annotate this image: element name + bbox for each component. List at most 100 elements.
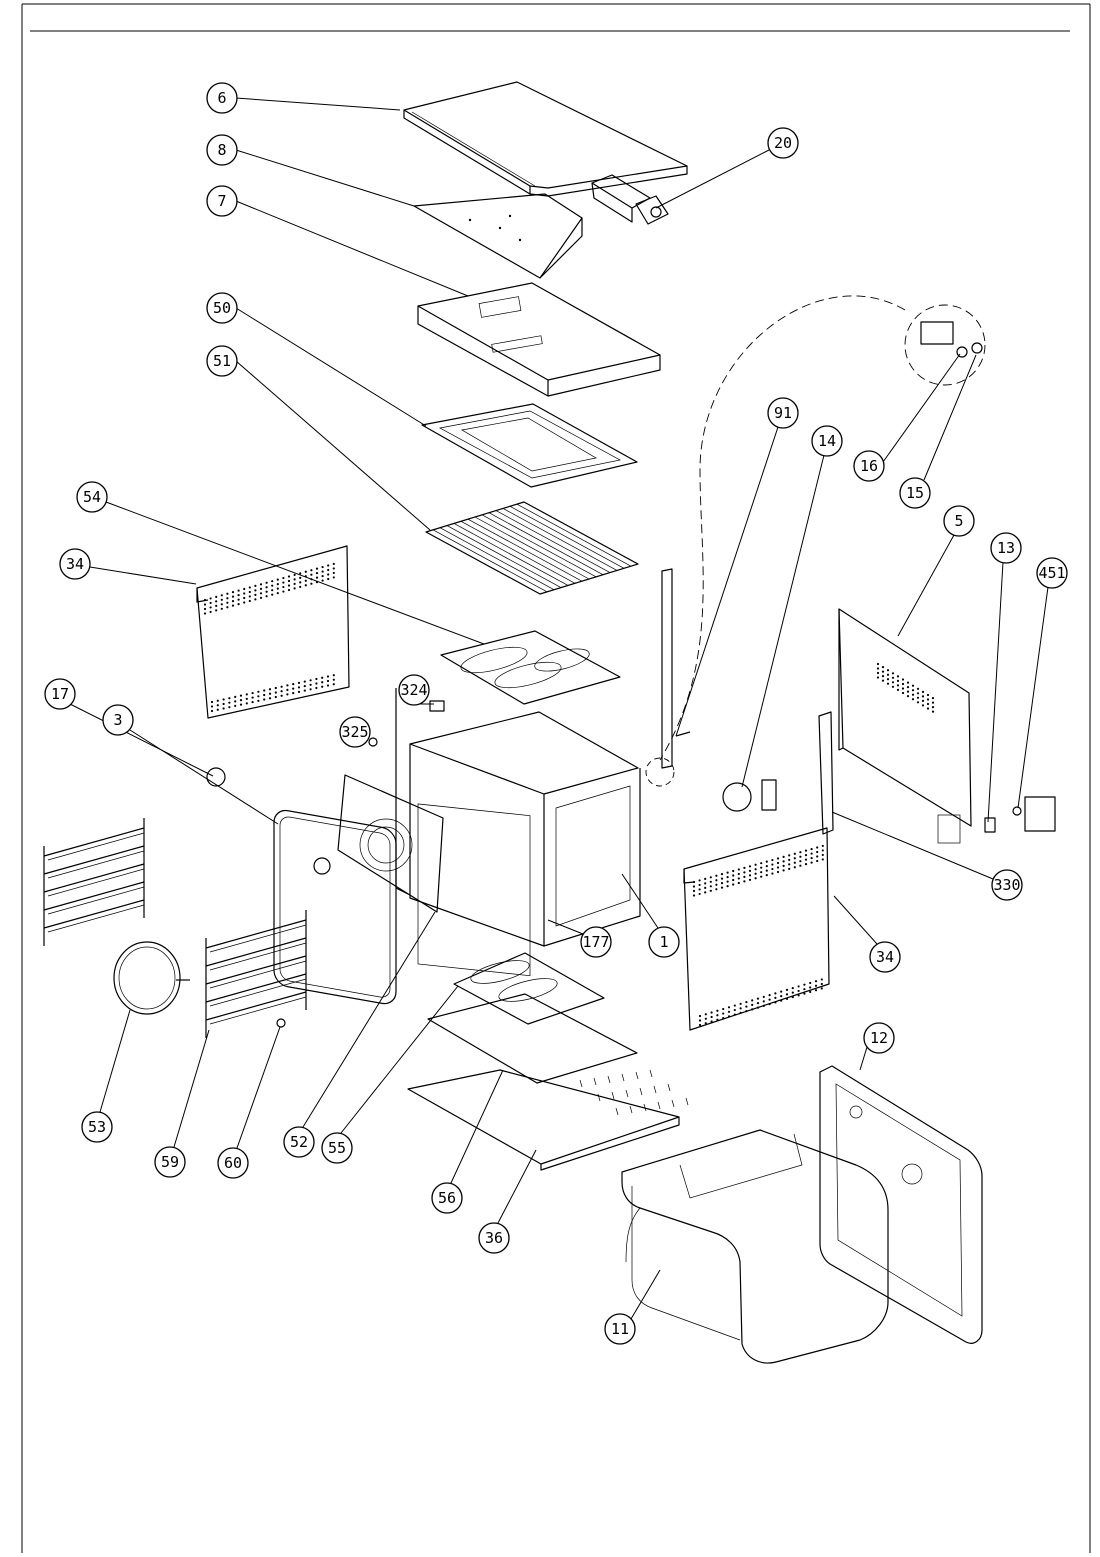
callout-c1: 1 <box>648 926 680 958</box>
part-bottom-plate <box>427 993 638 1084</box>
callout-label: 52 <box>290 1133 308 1151</box>
part-side-rail-middle <box>661 568 673 769</box>
callout-c50: 50 <box>206 292 238 324</box>
callout-label: 17 <box>51 685 69 703</box>
part-shelf-rack-left <box>43 818 145 946</box>
callout-label: 59 <box>161 1153 179 1171</box>
callout-c7: 7 <box>206 185 238 217</box>
callout-c54: 54 <box>76 481 108 513</box>
callout-label: 15 <box>906 484 924 502</box>
callout-c14: 14 <box>811 425 843 457</box>
callout-c11: 11 <box>604 1313 636 1345</box>
callout-label: 1 <box>659 933 668 951</box>
callout-c59: 59 <box>154 1146 186 1178</box>
part-bottom-heating-element <box>453 952 605 1025</box>
callout-label: 51 <box>213 352 231 370</box>
part-top-panel <box>417 282 661 397</box>
callout-c15: 15 <box>899 477 931 509</box>
callout-label: 34 <box>66 555 84 573</box>
callout-label: 325 <box>341 723 368 741</box>
callout-c8: 8 <box>206 134 238 166</box>
part-thermostat-13 <box>984 817 996 833</box>
callout-c52: 52 <box>283 1126 315 1158</box>
callout-label: 12 <box>870 1029 888 1047</box>
part-side-rail-330 <box>818 711 834 835</box>
callout-label: 53 <box>88 1118 106 1136</box>
part-screw-60 <box>276 1018 286 1028</box>
part-back-panel <box>838 608 972 844</box>
callout-label: 330 <box>993 876 1020 894</box>
callout-label: 56 <box>438 1189 456 1207</box>
callout-group: 6 8 7 20 50 51 91 14 16 15 54 34 5 13 451 17 3 324 325 330 1… <box>44 82 1068 1345</box>
callout-c5: 5 <box>943 505 975 537</box>
part-baking-tray <box>421 403 638 488</box>
callout-c451: 451 <box>1036 557 1068 589</box>
part-side-panel-right <box>683 827 830 1031</box>
part-oven-lamp <box>206 767 226 787</box>
callout-c16: 16 <box>853 450 885 482</box>
part-lamp-holder <box>429 700 445 712</box>
callout-label: 55 <box>328 1139 346 1157</box>
callout-c51: 51 <box>206 345 238 377</box>
callout-label: 14 <box>818 432 836 450</box>
callout-label: 7 <box>217 192 226 210</box>
part-front-frame <box>819 1065 983 1344</box>
callout-c330: 330 <box>991 869 1023 901</box>
callout-label: 6 <box>217 89 226 107</box>
callout-label: 16 <box>860 457 878 475</box>
callout-label: 60 <box>224 1154 242 1172</box>
callout-c91: 91 <box>767 397 799 429</box>
callout-c177: 177 <box>580 926 612 958</box>
part-outer-casing <box>621 1129 889 1364</box>
part-base-tray <box>407 1069 689 1171</box>
callout-label: 177 <box>582 933 609 951</box>
callout-c3: 3 <box>102 704 134 736</box>
callout-c34b: 34 <box>869 941 901 973</box>
callout-label: 36 <box>485 1229 503 1247</box>
leader-lines <box>69 97 1049 1320</box>
part-circular-element <box>113 941 190 1015</box>
part-heat-shield <box>413 193 583 279</box>
part-switch-451 <box>1012 796 1056 832</box>
callout-label: 91 <box>774 404 792 422</box>
part-side-panel-left <box>196 545 350 719</box>
callout-c55: 55 <box>321 1132 353 1164</box>
callout-label: 13 <box>997 539 1015 557</box>
callout-c13: 13 <box>990 532 1022 564</box>
part-rear-plate <box>313 774 444 913</box>
part-fan-motor <box>591 174 669 225</box>
callout-label: 5 <box>954 512 963 530</box>
callout-label: 11 <box>611 1320 629 1338</box>
page-frame <box>21 3 1091 1553</box>
part-convection-fan <box>722 779 777 812</box>
part-rod-91 <box>675 731 691 737</box>
callout-c56: 56 <box>431 1182 463 1214</box>
part-shelf-rack-right <box>205 910 307 1038</box>
part-top-heating-element <box>440 630 621 705</box>
callout-c20: 20 <box>767 127 799 159</box>
callout-label: 3 <box>113 711 122 729</box>
callout-label: 324 <box>400 681 427 699</box>
callout-c12: 12 <box>863 1022 895 1054</box>
callout-c6: 6 <box>206 82 238 114</box>
part-wire-shelf <box>425 501 639 595</box>
callout-label: 8 <box>217 141 226 159</box>
callout-label: 50 <box>213 299 231 317</box>
callout-c60: 60 <box>217 1147 249 1179</box>
callout-c17: 17 <box>44 678 76 710</box>
callout-c325: 325 <box>339 716 371 748</box>
callout-label: 451 <box>1038 564 1065 582</box>
detail-callout-circle <box>645 295 986 787</box>
part-door-glass <box>273 809 397 1005</box>
callout-c36: 36 <box>478 1222 510 1254</box>
part-top-cover <box>403 81 688 197</box>
callout-c34a: 34 <box>59 548 91 580</box>
callout-label: 54 <box>83 488 101 506</box>
callout-c53: 53 <box>81 1111 113 1143</box>
callout-c324: 324 <box>398 674 430 706</box>
callout-label: 34 <box>876 948 894 966</box>
part-screw-325 <box>368 737 378 747</box>
callout-label: 20 <box>774 134 792 152</box>
